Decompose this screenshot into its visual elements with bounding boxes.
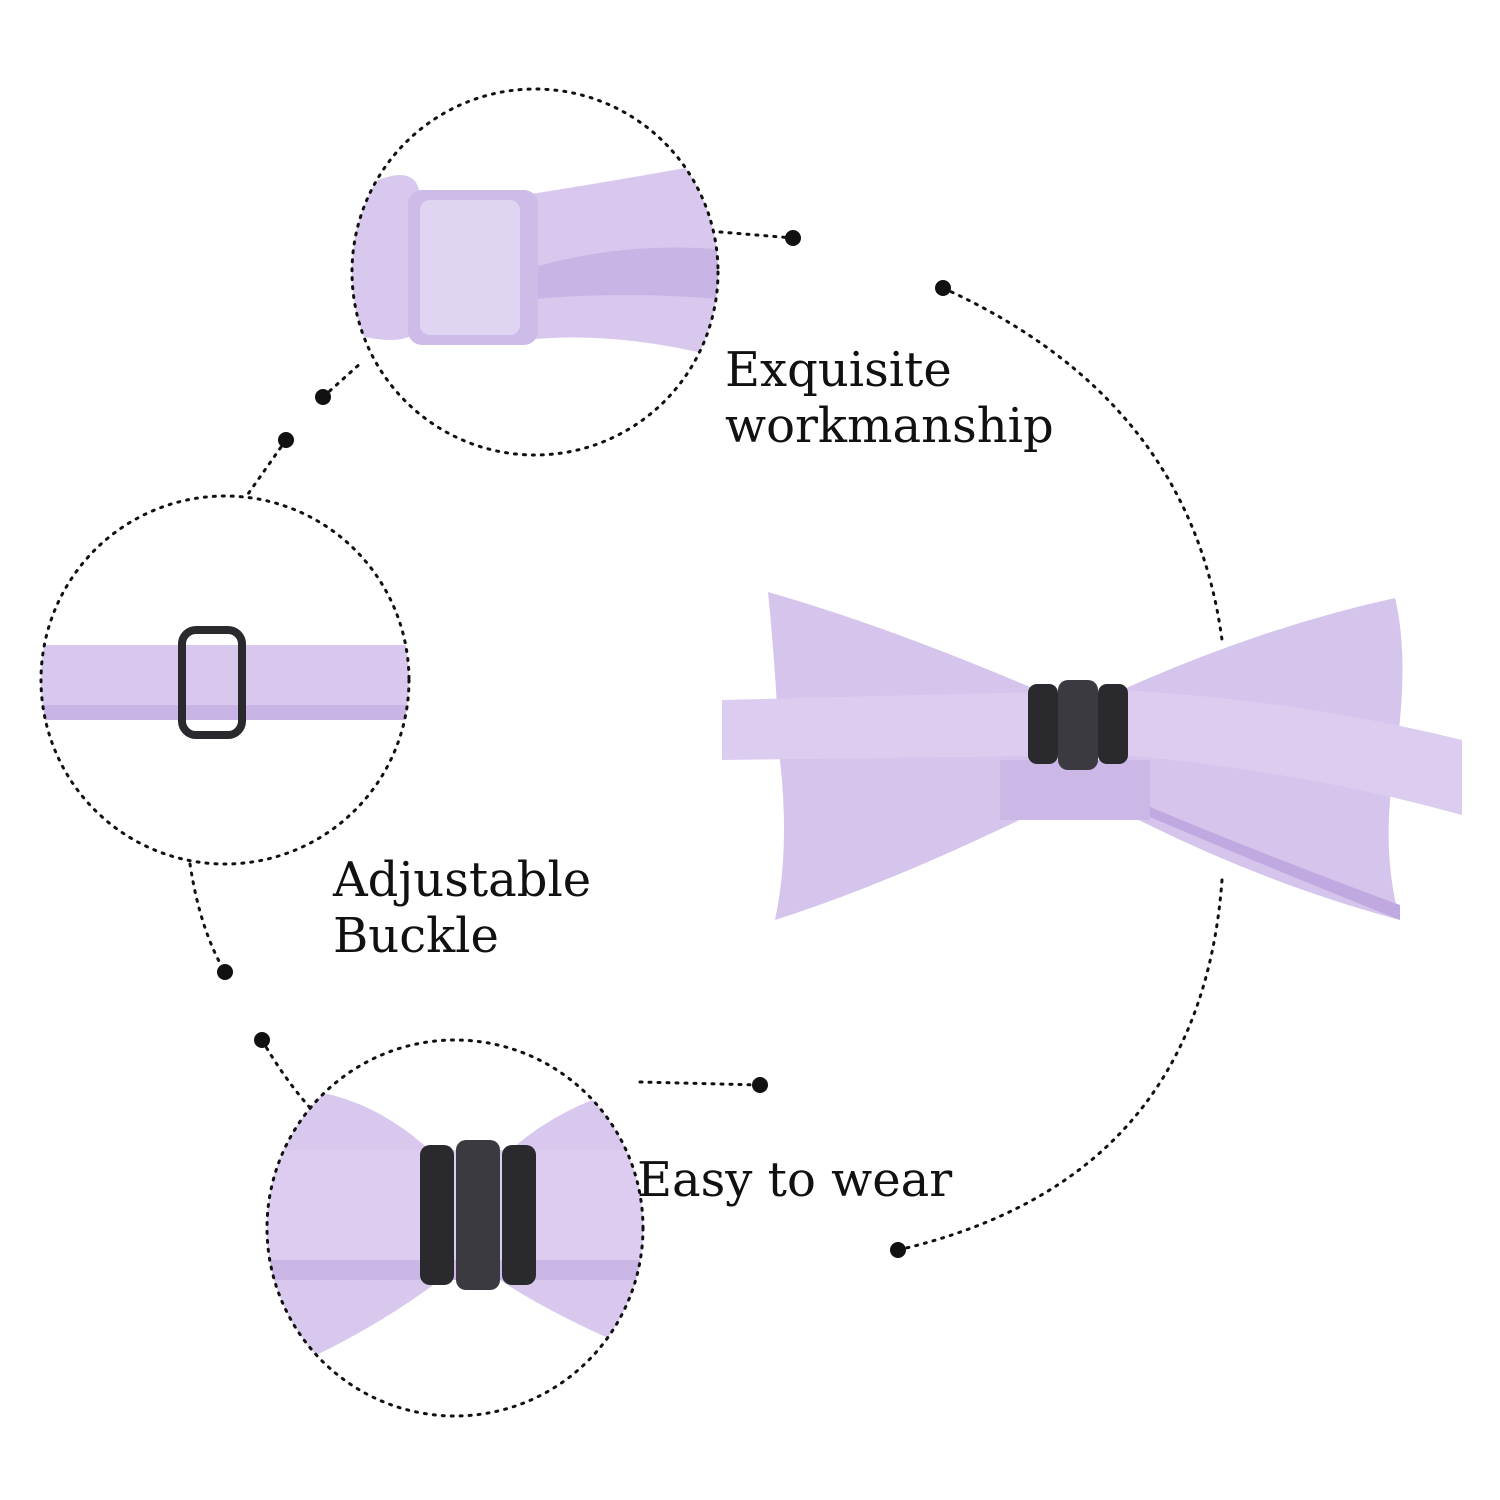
detail-circle-3 bbox=[265, 1038, 645, 1418]
label-line: workmanship bbox=[725, 398, 1054, 454]
feature-label-buckle: Adjustable Buckle bbox=[333, 852, 591, 964]
label-line: Adjustable bbox=[333, 852, 592, 908]
main-bow-tie bbox=[722, 592, 1462, 920]
label-line: Buckle bbox=[333, 908, 499, 964]
feature-label-easy-wear: Easy to wear bbox=[637, 1152, 952, 1208]
clip-closeup bbox=[267, 1080, 643, 1380]
knot-closeup bbox=[352, 160, 718, 360]
label-line: Easy to wear bbox=[637, 1152, 953, 1208]
connector-lines bbox=[188, 230, 1224, 1252]
detail-circle-1 bbox=[350, 87, 720, 457]
buckle-closeup bbox=[41, 626, 409, 739]
connector-dots bbox=[217, 230, 951, 1258]
feature-label-workmanship: Exquisite workmanship bbox=[725, 342, 1054, 454]
detail-circle-2 bbox=[39, 494, 411, 866]
label-line: Exquisite bbox=[725, 342, 952, 398]
